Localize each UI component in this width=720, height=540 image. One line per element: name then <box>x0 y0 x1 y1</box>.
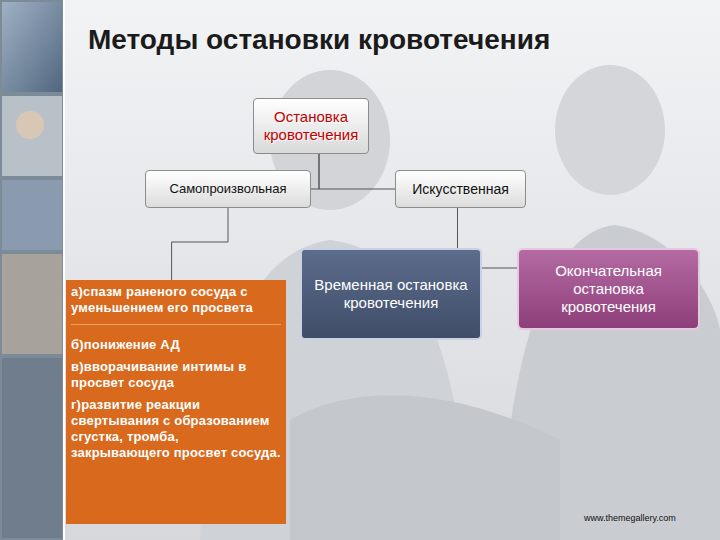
list-item: а)спазм раненого сосуда с уменьшением ег… <box>71 284 281 325</box>
method-box: Временная остановка кровотечения <box>300 248 482 340</box>
method-box: Окончательная остановка кровотечения <box>517 248 700 330</box>
box-label: Остановка кровотечения <box>262 108 360 144</box>
list-item: в)вворачивание интимы в просвет сосуда <box>71 359 281 391</box>
list-panel: а)спазм раненого сосуда с уменьшением ег… <box>66 280 286 524</box>
box-label: Самопроизвольная <box>154 181 302 197</box>
list-item: г)развитие реакции свертывания с образов… <box>71 397 281 461</box>
connector-line <box>172 208 228 280</box>
box-label: Временная остановка кровотечения <box>310 276 472 312</box>
box-label: Искусственная <box>404 181 517 198</box>
connector-line <box>319 154 395 189</box>
category-box: Искусственная <box>395 170 526 208</box>
connector-line <box>311 154 319 189</box>
slide-title: Методы остановки кровотечения <box>88 24 550 56</box>
box-label: Окончательная остановка кровотечения <box>527 262 690 316</box>
list-item: б)понижение АД <box>71 337 281 353</box>
watermark-url: www.themegallery.com <box>584 513 676 523</box>
category-box: Самопроизвольная <box>145 170 311 208</box>
root-box: Остановка кровотечения <box>253 98 369 154</box>
